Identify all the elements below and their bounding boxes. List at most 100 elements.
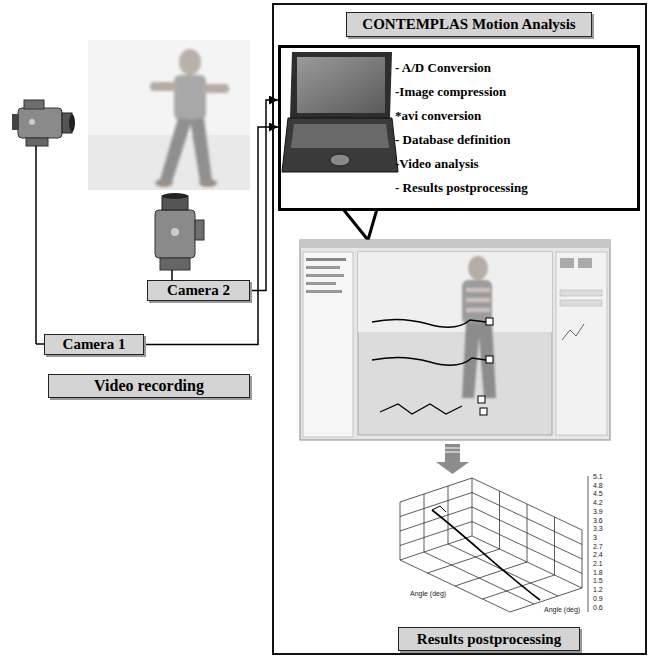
software-screenshot <box>562 324 584 340</box>
list-item: -Video analysis <box>395 152 528 176</box>
camera-icon <box>24 100 44 109</box>
camera-icon <box>12 114 19 130</box>
3d-plot <box>400 478 472 502</box>
software-screenshot <box>478 396 485 403</box>
camera-icon <box>155 193 204 270</box>
software-screenshot <box>560 258 574 268</box>
camera-icon <box>26 138 48 146</box>
axis-tick: 3.3 <box>593 525 603 533</box>
3d-plot <box>432 510 540 600</box>
panel-title: CONTEMPLAS Motion Analysis <box>346 12 592 37</box>
software-screenshot <box>300 240 610 440</box>
software-screenshot <box>306 274 344 277</box>
camera-icon <box>69 114 75 132</box>
video-frame <box>203 84 229 93</box>
software-screenshot <box>556 252 607 435</box>
software-screenshot <box>560 300 602 306</box>
axis-tick: 3.6 <box>593 517 603 525</box>
software-screenshot <box>372 319 486 327</box>
step-box: Video recording <box>48 374 250 398</box>
laptop-icon <box>290 52 392 118</box>
camera-icon <box>171 228 179 236</box>
software-screenshot <box>466 288 490 292</box>
3d-plot <box>455 562 527 586</box>
software-screenshot <box>300 240 610 440</box>
video-frame <box>174 75 206 120</box>
laptop-icon <box>282 52 398 172</box>
step-box: Results postprocessing <box>398 627 580 651</box>
camera-lead <box>36 343 44 345</box>
axis-tick: 2.7 <box>593 543 603 551</box>
software-screenshot <box>306 266 340 269</box>
video-frame <box>155 179 173 187</box>
software-screenshot <box>358 252 552 332</box>
3d-plot <box>400 476 588 612</box>
axis-tick: 5.1 <box>593 473 603 481</box>
camera-lead <box>171 270 173 280</box>
axis-tick: 2.4 <box>593 551 603 559</box>
3d-plot <box>588 476 589 612</box>
software-screenshot <box>480 408 487 415</box>
camera-lead <box>35 146 37 344</box>
axis-tick: 3.9 <box>593 508 603 516</box>
software-screenshot <box>560 290 602 296</box>
video-frame <box>88 40 250 135</box>
list-item: - A/D Conversion <box>395 56 528 80</box>
video-frame <box>88 40 250 190</box>
flow-arrow <box>436 462 469 474</box>
axis-tick: 1.8 <box>593 569 603 577</box>
video-frame <box>150 82 178 91</box>
box-label: Camera 1 <box>63 336 126 353</box>
list-item: - Results postprocessing <box>395 176 528 200</box>
axis-tick: 4.2 <box>593 499 603 507</box>
software-screenshot <box>466 308 490 312</box>
3d-plot <box>428 549 500 573</box>
software-screenshot <box>486 356 493 363</box>
laptop-icon <box>291 124 389 148</box>
3d-plot <box>472 493 582 545</box>
flow-arrow <box>445 452 460 453</box>
flow-arrow <box>445 448 460 449</box>
video-frame <box>199 179 217 187</box>
axis-tick: 1.5 <box>593 577 603 585</box>
camera-label: Camera 1 <box>44 334 144 355</box>
axis-label: Angle (deg) <box>410 590 446 598</box>
laptop-icon <box>282 118 398 172</box>
3d-plot <box>400 507 472 531</box>
list-item: -Image compression <box>395 80 528 104</box>
software-screenshot <box>462 280 492 324</box>
3d-plot <box>472 522 582 574</box>
laptop-icon <box>297 57 385 113</box>
flow-arrow <box>445 444 460 462</box>
video-frame <box>179 49 201 75</box>
camera-icon <box>18 108 62 138</box>
list-item: - Database definition <box>395 128 528 152</box>
software-screenshot <box>380 404 462 414</box>
3d-plot <box>472 507 582 559</box>
software-screenshot <box>466 298 490 302</box>
3d-plot <box>432 506 446 512</box>
camera-icon <box>12 100 75 146</box>
axis-tick: 2.1 <box>593 560 603 568</box>
callout-box: - A/D Conversion-Image compression*avi c… <box>278 45 640 211</box>
step-list: - A/D Conversion-Image compression*avi c… <box>395 56 528 200</box>
camera-icon <box>29 119 35 125</box>
flow-arrow <box>436 444 469 474</box>
axis-tick: 1.2 <box>593 586 603 594</box>
software-screenshot <box>468 256 488 280</box>
software-screenshot <box>303 252 353 437</box>
video-frame <box>88 40 250 190</box>
callout-tail <box>343 209 377 240</box>
3d-plot <box>483 575 555 599</box>
software-screenshot <box>486 318 493 325</box>
callout-tail <box>343 209 377 240</box>
axis-tick: 4.5 <box>593 490 603 498</box>
box-label: Camera 2 <box>167 282 230 299</box>
software-screenshot <box>306 290 342 293</box>
software-screenshot <box>462 322 480 398</box>
laptop-icon <box>330 154 350 166</box>
box-label: Results postprocessing <box>417 631 561 648</box>
